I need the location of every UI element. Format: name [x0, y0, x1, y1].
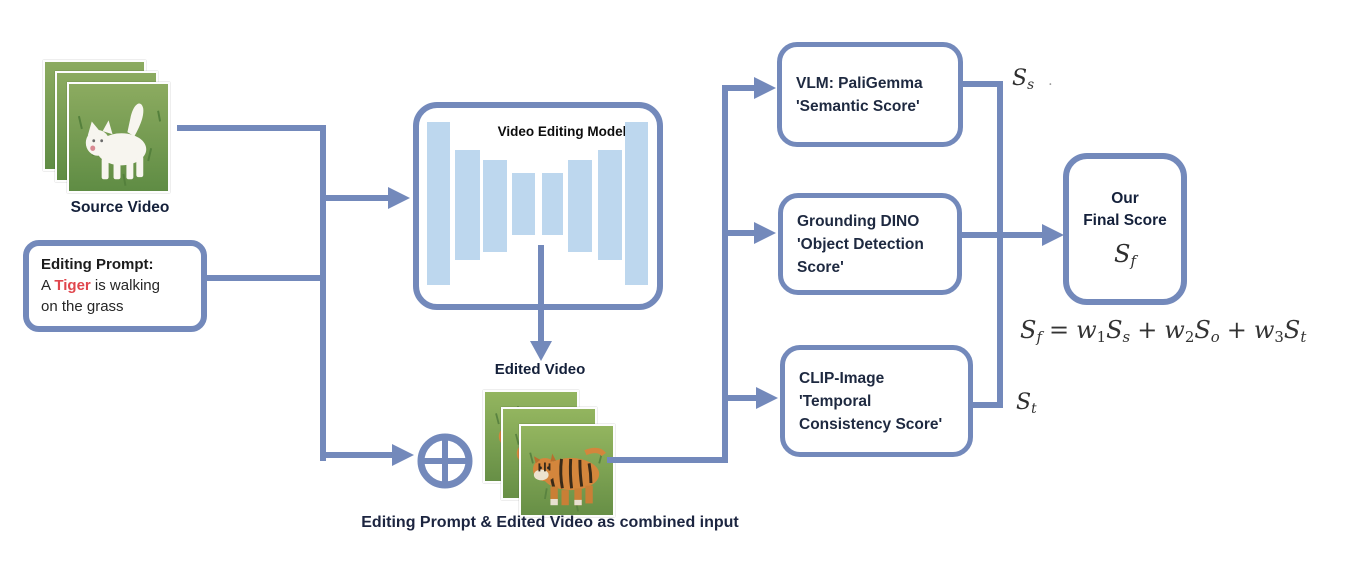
- arrowhead-to-model: [388, 187, 410, 209]
- arrowhead-to-final: [1042, 224, 1064, 246]
- final-score-formula: Sf=w1Ss+w2So+w3St: [1020, 316, 1306, 346]
- formula-w3: w: [1253, 316, 1275, 344]
- combined-input-caption: Editing Prompt & Edited Video as combine…: [361, 514, 739, 531]
- connector-left-rail: [320, 125, 326, 461]
- formula-w2: w: [1164, 316, 1185, 344]
- edited-video-frame-front: [519, 424, 615, 517]
- semantic-score-line1: VLM: PaliGemma: [796, 74, 923, 92]
- connector-mid-rail: [722, 85, 728, 463]
- connector-source-out: [177, 125, 326, 131]
- formula-lhs-sub: f: [1036, 328, 1042, 347]
- tiger-photo-icon: [521, 426, 613, 515]
- formula-w3-sub: 3: [1274, 328, 1284, 347]
- connector-to-model: [326, 195, 388, 201]
- final-score-line2: Final Score: [1083, 211, 1167, 229]
- unet-bar: [455, 150, 480, 260]
- semantic-score-line2: 'Semantic Score': [796, 97, 920, 115]
- source-video-frame-front: [67, 82, 170, 193]
- prompt-highlight-word: Tiger: [54, 277, 91, 294]
- temporal-score-line1: CLIP-Image: [799, 369, 885, 387]
- object-score-line1: Grounding DINO: [797, 212, 920, 230]
- st-sub: t: [1031, 400, 1037, 417]
- connector-edited-out: [607, 457, 728, 463]
- cat-photo-icon: [69, 84, 168, 191]
- formula-s3-sub: t: [1300, 328, 1307, 347]
- unet-bar: [427, 122, 450, 285]
- arrowhead-to-semantic: [754, 77, 776, 99]
- object-score-line2: 'Object Detection: [797, 235, 924, 253]
- connector-model-down: [538, 245, 544, 343]
- formula-w1-sub: 1: [1096, 328, 1107, 347]
- editing-prompt-line2: on the grass: [41, 298, 124, 315]
- plus-circle-icon: [417, 433, 473, 489]
- edited-video-label: Edited Video: [494, 361, 586, 378]
- object-score-line3: Score': [797, 258, 844, 276]
- formula-equals: =: [1048, 316, 1070, 344]
- formula-lhs: S: [1020, 316, 1037, 344]
- semantic-score-symbol: Ss.: [1012, 66, 1053, 93]
- formula-w2-sub: 2: [1184, 328, 1195, 347]
- ss-base: S: [1012, 66, 1028, 91]
- formula-w1: w: [1076, 316, 1097, 344]
- formula-plus1: +: [1137, 316, 1158, 344]
- connector-prompt-out: [207, 275, 326, 281]
- prompt-pre: A: [41, 277, 55, 294]
- arrowhead-to-temporal: [756, 387, 778, 409]
- st-base: S: [1016, 390, 1032, 415]
- editing-prompt-box: Editing Prompt: A Tiger is walking on th…: [23, 240, 207, 332]
- sf-sub: f: [1130, 252, 1136, 271]
- connector-to-final: [962, 232, 1042, 238]
- editing-prompt-line1: A Tiger is walking: [41, 275, 191, 296]
- final-score-line1: Our: [1111, 189, 1139, 207]
- formula-s1: S: [1106, 316, 1123, 344]
- temporal-score-symbol: St: [1016, 390, 1037, 417]
- arrowhead-to-object: [754, 222, 776, 244]
- formula-s3: S: [1283, 316, 1301, 344]
- connector-to-semantic: [728, 85, 754, 91]
- connector-temporal-out: [973, 402, 1003, 408]
- formula-s2-sub: o: [1210, 328, 1220, 347]
- formula-plus2: +: [1226, 316, 1247, 344]
- unet-bar: [625, 122, 648, 285]
- final-score-box: Our Final Score Sf: [1063, 153, 1187, 305]
- final-score-symbol: Sf: [1114, 240, 1136, 270]
- temporal-score-line2: 'Temporal: [799, 392, 872, 410]
- source-video-label: Source Video: [70, 199, 170, 216]
- connector-right-rail: [997, 81, 1003, 408]
- arrowhead-model-down: [530, 341, 552, 361]
- formula-s2: S: [1194, 316, 1211, 344]
- connector-semantic-out: [963, 81, 1003, 87]
- prompt-post: is walking: [90, 277, 160, 294]
- formula-s1-sub: s: [1122, 328, 1131, 347]
- editing-prompt-heading: Editing Prompt:: [41, 256, 154, 273]
- unet-bar: [512, 173, 535, 235]
- temporal-consistency-score-box: CLIP-Image 'Temporal Consistency Score': [780, 345, 973, 457]
- semantic-score-box: VLM: PaliGemma 'Semantic Score': [777, 42, 963, 147]
- unet-bar: [568, 160, 592, 252]
- unet-bar: [483, 160, 507, 252]
- unet-bar: [598, 150, 622, 260]
- connector-to-combiner: [326, 452, 392, 458]
- ss-sub: s: [1027, 76, 1035, 93]
- ss-dot: .: [1048, 73, 1053, 89]
- unet-bar: [542, 173, 563, 235]
- sf-base: S: [1114, 239, 1131, 268]
- connector-to-temporal: [728, 395, 756, 401]
- model-title: Video Editing Model: [497, 124, 627, 139]
- connector-to-object: [728, 230, 754, 236]
- object-detection-score-box: Grounding DINO 'Object Detection Score': [778, 193, 962, 295]
- temporal-score-line3: Consistency Score': [799, 415, 943, 433]
- arrowhead-to-combiner: [392, 444, 414, 466]
